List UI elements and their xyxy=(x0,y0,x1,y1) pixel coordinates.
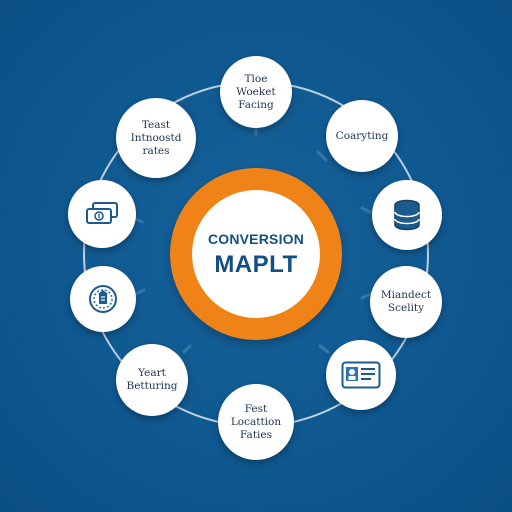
node-top-left[interactable]: Teast Intnoostd rates xyxy=(116,98,196,178)
node-top[interactable]: Tloe Woeket Facing xyxy=(220,56,292,128)
node-bottom-line1: Fest xyxy=(244,402,268,415)
node-top-line2: Woeket xyxy=(236,85,276,98)
tick-mark xyxy=(182,344,192,354)
emblem-icon xyxy=(89,285,117,313)
node-bottom-left-line1: Yeart xyxy=(138,367,166,379)
node-top-line1: Tloe xyxy=(244,72,268,85)
node-bottom-right[interactable] xyxy=(326,340,396,410)
node-bottom-left[interactable]: Yeart Betturing xyxy=(116,344,188,416)
center-title-line1: CONVERSION xyxy=(207,231,305,247)
node-top-left-line3: rates xyxy=(142,144,170,157)
center-hub: CONVERSION MAPLT xyxy=(192,190,320,318)
node-lower-right-line2: Scelity xyxy=(387,302,425,314)
node-top-left-line1: Teast xyxy=(141,118,171,131)
node-right[interactable] xyxy=(372,180,442,250)
node-bottom[interactable]: Fest Locattion Faties xyxy=(218,384,294,460)
node-left[interactable] xyxy=(68,180,136,248)
node-bottom-line2: Locattion xyxy=(230,415,282,428)
node-left-lower[interactable] xyxy=(70,266,136,332)
node-top-right[interactable]: Coaryting xyxy=(326,100,398,172)
node-lower-right[interactable]: Miandect Scelity xyxy=(370,266,442,338)
tick-mark xyxy=(360,206,372,214)
tick-mark xyxy=(318,344,330,354)
center-title-line2: MAPLT xyxy=(214,251,298,278)
money-icon xyxy=(86,202,118,224)
node-top-line3: Facing xyxy=(238,98,274,111)
tick-mark xyxy=(134,288,146,296)
node-lower-right-line1: Miandect xyxy=(380,289,432,301)
tick-mark xyxy=(316,150,328,162)
node-bottom-line3: Faties xyxy=(239,428,272,441)
node-bottom-left-line2: Betturing xyxy=(126,380,178,392)
tick-mark xyxy=(360,292,372,300)
id-card-icon xyxy=(341,361,381,389)
database-icon xyxy=(394,199,420,231)
node-top-left-line2: Intnoostd xyxy=(130,131,182,144)
node-top-right-line1: Coaryting xyxy=(335,129,389,142)
